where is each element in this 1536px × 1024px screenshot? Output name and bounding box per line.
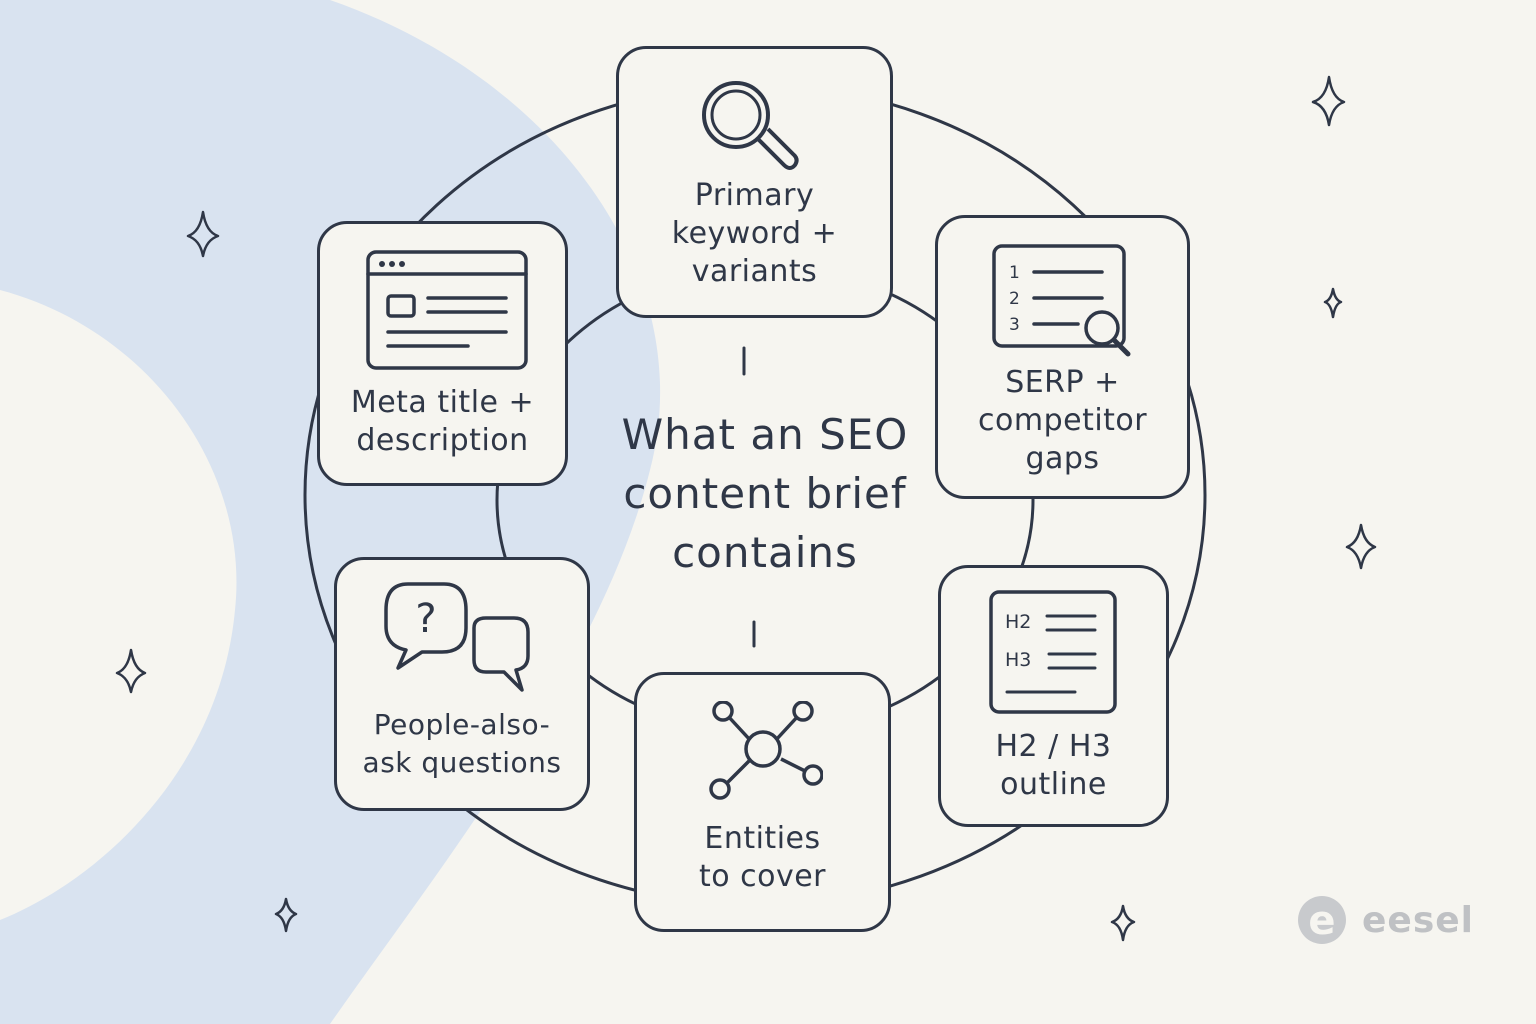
sparkle-icon xyxy=(186,210,220,258)
card-meta-title-description: Meta title + description xyxy=(317,221,568,486)
sparkle-icon xyxy=(1311,75,1346,127)
entity-network-icon xyxy=(708,701,823,800)
card-primary-keyword: Primary keyword + variants xyxy=(616,46,893,318)
card-people-also-ask: ? People-also-ask questions xyxy=(334,557,590,811)
serp-number: 3 xyxy=(1009,315,1020,335)
card-label: SERP + competitor gaps xyxy=(978,365,1148,476)
card-label: People-also-ask questions xyxy=(362,708,562,779)
card-heading-outline: H2 H3 H2 / H3 outline xyxy=(938,565,1169,827)
background-cream-shape xyxy=(0,290,237,920)
question-mark-icon: ? xyxy=(415,596,436,642)
magnifier-icon xyxy=(701,81,799,170)
card-label: Meta title + description xyxy=(350,385,535,458)
serp-number: 1 xyxy=(1009,263,1020,283)
card-serp-competitor-gaps: 1 2 3 SERP + competitor gaps xyxy=(935,215,1190,499)
eesel-logo-mark-icon: e xyxy=(1298,896,1346,944)
card-label: Entities to cover xyxy=(698,821,827,894)
outline-heading-h3: H3 xyxy=(1005,649,1031,671)
sparkle-icon xyxy=(1323,287,1343,319)
sparkle-icon xyxy=(1345,523,1377,570)
heading-outline-icon: H2 H3 xyxy=(988,590,1117,714)
serp-number: 2 xyxy=(1009,289,1020,309)
sparkle-icon xyxy=(1110,904,1136,942)
browser-window-icon xyxy=(365,250,528,370)
logo-text: eesel xyxy=(1362,899,1475,941)
logo-mark-letter: e xyxy=(1308,898,1335,944)
outline-heading-h2: H2 xyxy=(1005,611,1031,633)
question-chat-icon: ? xyxy=(384,582,530,692)
eesel-logo: e eesel xyxy=(1294,892,1474,948)
sparkle-icon xyxy=(274,897,298,933)
center-title: What an SEO content brief contains xyxy=(621,410,909,577)
card-entities-to-cover: Entities to cover xyxy=(634,672,891,932)
sparkle-icon xyxy=(115,648,147,694)
card-label: H2 / H3 outline xyxy=(995,729,1112,802)
card-label: Primary keyword + variants xyxy=(671,178,838,289)
ranked-list-search-icon: 1 2 3 xyxy=(991,244,1130,357)
